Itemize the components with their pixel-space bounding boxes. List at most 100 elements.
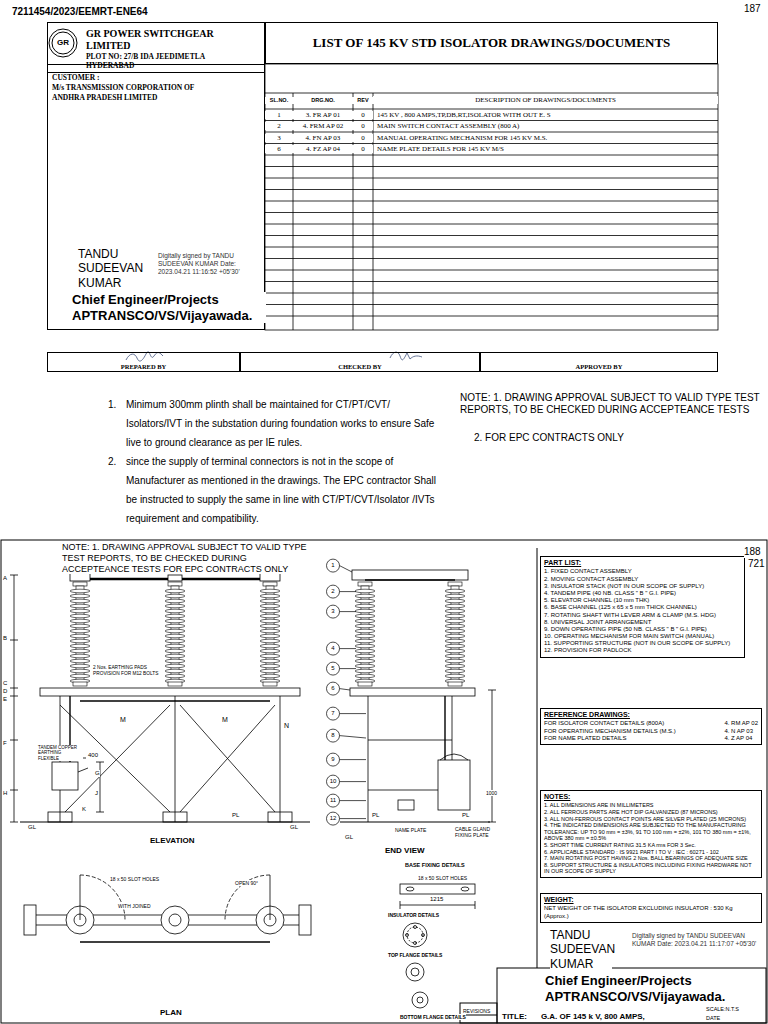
title-block: TITLE:G.A. OF 145 k V, 800 AMPS,	[500, 1008, 700, 1024]
callout-bubble	[327, 585, 340, 598]
table-cell: 6	[265, 145, 293, 153]
box-text: 11. SUPPORTING STRUCTURE (NOT IN OUR SCO…	[544, 640, 741, 647]
part-label: CABLE GLAND FIXING PLATE	[455, 826, 500, 838]
plan-view	[80, 941, 270, 942]
block-label: REVISIONS	[463, 1008, 490, 1014]
plan-view	[80, 875, 81, 920]
level-label: GL	[28, 824, 36, 831]
approval-cell: PREPARED BY	[47, 352, 240, 372]
end-view	[488, 822, 496, 823]
table-grid	[265, 155, 718, 156]
callout-bubble	[327, 753, 340, 766]
table-cell: 4. FRM AP 02	[293, 122, 353, 130]
note-number: 1.	[108, 395, 116, 414]
drawing-frame	[460, 1003, 497, 1023]
detail-title: BASE FIXING DETAILS	[405, 862, 465, 869]
company-logo	[49, 29, 77, 57]
table-cell: 0	[353, 111, 373, 119]
callout-bubble	[340, 689, 351, 690]
end-view	[340, 570, 496, 822]
table-header: REV	[353, 97, 373, 104]
box-text: 4. Z AP 04	[724, 735, 758, 742]
end-view	[355, 582, 375, 686]
callout-bubble	[327, 642, 340, 655]
table-grid	[265, 304, 718, 305]
table-grid	[265, 120, 718, 121]
callout-bubble	[327, 559, 367, 825]
approval-cell: CHECKED BY	[240, 352, 480, 372]
callout-number: 5	[327, 665, 339, 672]
drawing-note: WITH JOINED	[118, 903, 151, 909]
detail-sketch	[422, 934, 425, 937]
level-label: PL	[372, 812, 379, 819]
company-logo	[52, 32, 74, 54]
elevation-view	[180, 705, 275, 812]
box-text: 7. ROTATING SHAFT WITH LEVER ARM & CLAMP…	[544, 612, 741, 619]
callout-number: 6	[327, 685, 339, 692]
table-cell: 0	[353, 122, 373, 130]
elevation-view	[40, 688, 300, 696]
callout-bubble	[327, 682, 340, 695]
elevation-view	[10, 790, 18, 791]
dimension-label: G	[95, 770, 100, 777]
callout-number: 3	[327, 608, 339, 615]
box-text: 2. ALL FERROUS PARTS ARE HOT DIP GALVANI…	[544, 809, 758, 816]
drawing-note: NOTE: 1. DRAWING APPROVAL SUBJECT TO VAL…	[62, 542, 312, 574]
callout-bubble	[327, 775, 340, 788]
table-cell: 1	[265, 111, 293, 119]
signature-stamp: Digitally signed by TANDU SUDEEVAN KUMAR…	[158, 252, 258, 275]
signature-name: TANDU SUDEEVAN KUMAR	[78, 247, 140, 290]
table-cell: 2	[265, 122, 293, 130]
box-heading: PART LIST:	[544, 559, 741, 567]
box-text: 8. SUPPORT STRUCTURE & INSULATORS INCLUD…	[544, 862, 758, 875]
callout-bubble	[327, 662, 340, 675]
box-text: 8. UNIVERSAL JOINT ARRANGEMENT	[544, 619, 741, 626]
table-grid	[265, 235, 718, 236]
detail-sketch	[412, 992, 428, 1008]
end-view	[368, 696, 369, 822]
table-grid	[265, 64, 718, 330]
callout-number: 9	[327, 756, 339, 763]
elevation-view	[280, 696, 281, 822]
detail-title: BOTTOM FLANGE DETAILS	[400, 1014, 466, 1020]
elevation-view	[165, 582, 185, 686]
drawing-frame	[537, 548, 538, 968]
table-cell: 0	[353, 134, 373, 142]
table-cell: 0	[353, 145, 373, 153]
detail-sketch	[414, 926, 417, 929]
dimension-label: D	[3, 688, 7, 695]
dimension-label: H	[3, 790, 7, 797]
box-text: 3. ALL NON-FERROUS CONTACT POINTS ARE SI…	[544, 816, 758, 823]
callout-bubble	[340, 713, 367, 714]
callout-number: 12	[327, 815, 339, 822]
signatory-title: Chief Engineer/Projects APTRANSCO/VS/Vij…	[72, 292, 266, 323]
box-heading: GR POWER SWITCHGEAR LIMITED	[86, 28, 260, 52]
signature-scribble	[126, 352, 422, 361]
dimension-label: K	[82, 806, 86, 813]
note-text: since the supply of terminal connectors …	[126, 452, 436, 528]
table-grid	[265, 189, 718, 190]
callout-bubble	[340, 800, 367, 801]
view-title: ELEVATION	[150, 836, 195, 846]
table-grid	[265, 178, 718, 179]
box-heading: REFERENCE DRAWINGS:	[544, 711, 758, 719]
box-text: 4. N AP 03	[724, 728, 758, 735]
drawing-note: 18 x 50 SLOT HOLES	[418, 875, 467, 881]
callout-number: 7	[327, 710, 339, 717]
drawing-note: 2 Nos. EARTHING PADS PROVISION FOR M12 B…	[93, 665, 163, 677]
table-grid	[265, 224, 718, 225]
elevation-view	[70, 582, 90, 686]
drawing-frame	[1, 540, 767, 1023]
table-grid	[265, 247, 718, 248]
table-cell: 4. FN AP 03	[293, 134, 353, 142]
detail-sketch	[414, 942, 417, 945]
box-text: 9. DOWN OPERATING PIPE (50 NB. CLASS " B…	[544, 626, 741, 633]
end-view	[492, 690, 493, 822]
elevation-view	[78, 768, 88, 772]
detail-sketch	[407, 927, 423, 943]
approval-cell: APPROVED BY	[480, 352, 718, 372]
callout-bubble	[327, 605, 340, 618]
signature-name: TANDU SUDEEVAN KUMAR	[550, 928, 612, 971]
table-grid	[265, 132, 718, 133]
elevation-view	[10, 696, 18, 697]
